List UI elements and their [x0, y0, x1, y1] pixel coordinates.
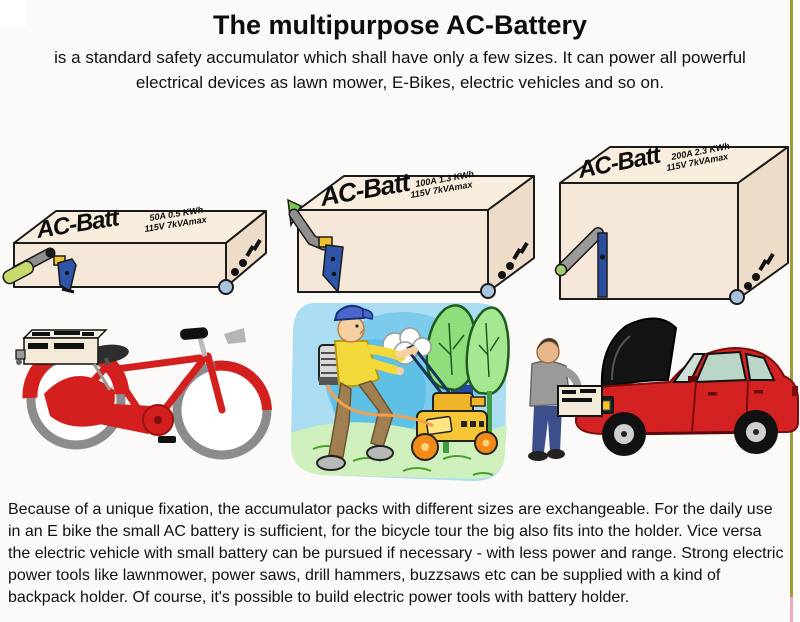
lawn-mower-illustration — [283, 293, 515, 490]
pedal — [158, 436, 176, 443]
page-title: The multipurpose AC-Battery — [212, 10, 588, 40]
door-handle-rear — [754, 390, 763, 394]
battery-roller-wheel — [729, 289, 745, 305]
left-leg — [328, 381, 352, 458]
battery-side-terminals — [231, 238, 262, 276]
battery-small-icon: AC-Batt 50A 0.5 KWh 115V 7kVAmax — [2, 204, 267, 295]
handlebar-stem — [197, 337, 208, 357]
right-edge-line — [790, 0, 793, 597]
battery-large-figure: AC-Batt 200A 2.3 KWh 115V 7kVAmax — [550, 137, 798, 307]
swap-battery-box — [557, 385, 603, 417]
battery-fixation-hardware — [287, 198, 344, 294]
side-mirror — [688, 376, 697, 382]
taillight — [792, 386, 798, 396]
front-fender — [214, 360, 272, 411]
windshield — [672, 353, 706, 383]
headlamp — [224, 328, 246, 344]
battery-side-face — [225, 210, 267, 288]
page-subtitle: is a standard safety accumulator which s… — [0, 45, 800, 95]
bike-battery-pack — [15, 329, 112, 391]
power-cable — [325, 384, 434, 428]
right-edge-strip — [793, 0, 800, 622]
battery-medium-icon: AC-Batt 100A 1.3 KWh 115V 7kVAmax — [287, 166, 535, 299]
battery-medium-figure: AC-Batt 100A 1.3 KWh 115V 7kVAmax — [287, 162, 540, 299]
battery-large-icon: AC-Batt 200A 2.3 KWh 115V 7kVAmax — [554, 141, 789, 305]
door-handle — [708, 392, 717, 396]
battery-small-figure: AC-Batt 50A 0.5 KWh 115V 7kVAmax — [2, 193, 270, 295]
battery-side-terminals — [498, 241, 529, 279]
handlebar-grip — [180, 327, 209, 340]
battery-fixation-hardware — [554, 227, 608, 298]
corner-artifact — [0, 0, 26, 26]
battery-side-face — [737, 146, 789, 300]
battery-roller-wheel — [218, 279, 234, 295]
footer-paragraph: Because of a unique fixation, the accumu… — [8, 501, 784, 606]
subtitle-line-2: electrical devices as lawn mower, E-Bike… — [135, 73, 665, 92]
gardener — [316, 304, 418, 471]
open-hood — [600, 317, 678, 390]
pants — [532, 406, 562, 452]
left-shoe — [316, 455, 346, 471]
subtitle-line-1: is a standard safety accumulator which s… — [54, 48, 746, 67]
battery-fixation-hardware — [2, 247, 77, 294]
hair — [537, 338, 559, 350]
battery-side-face — [487, 175, 535, 293]
e-bike-icon — [15, 327, 272, 460]
rear-window — [744, 352, 776, 381]
lawn-mower-icon — [291, 303, 510, 481]
battery-side-terminals — [744, 252, 775, 290]
electric-car-illustration — [518, 300, 800, 485]
e-bike-illustration — [10, 298, 272, 483]
right-edge-line-bottom — [790, 597, 793, 622]
battery-roller-wheel — [480, 283, 496, 299]
trees — [425, 304, 510, 453]
right-shoe — [366, 445, 394, 461]
front-window — [694, 350, 748, 384]
electric-car-icon — [528, 317, 799, 461]
